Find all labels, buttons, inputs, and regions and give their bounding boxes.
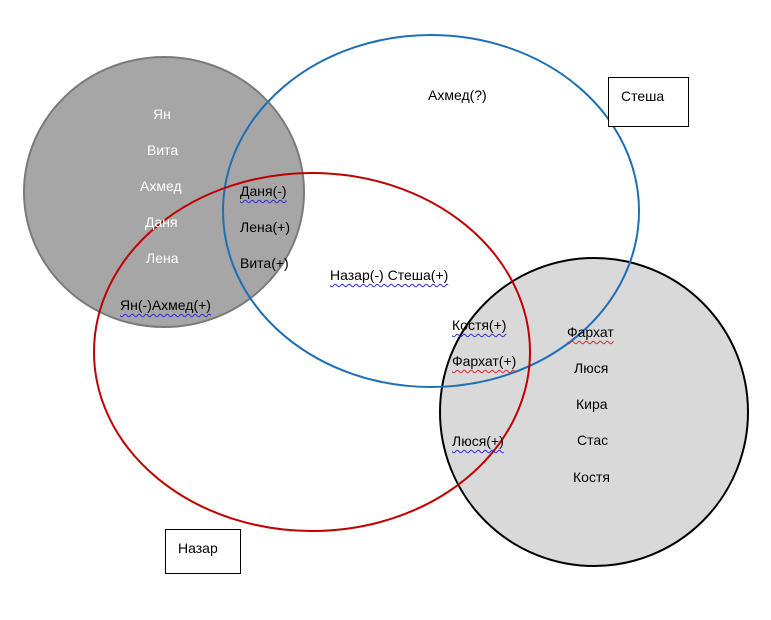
red-set-label-box: Назар <box>165 529 241 574</box>
overlap-kostya-plus: Костя(+) <box>452 317 507 333</box>
blue-only-akhmed-question: Ахмед(?) <box>428 87 487 103</box>
overlap-farkhat-plus: Фархат(+) <box>452 353 517 369</box>
overlap-danya-minus: Даня(-) <box>240 183 287 199</box>
light-name-farkhat: Фархат <box>567 324 614 340</box>
overlap-vita-plus: Вита(+) <box>240 255 289 271</box>
gray-name-akhmed: Ахмед <box>140 178 182 194</box>
overlap-lyusya-plus: Люся(+) <box>452 433 504 449</box>
gray-name-danya: Даня <box>145 214 178 230</box>
red-set-ellipse <box>93 172 531 532</box>
gray-name-vita: Вита <box>147 142 179 158</box>
overlap-yan-akhmed: Ян(-)Ахмед(+) <box>120 297 211 313</box>
overlap-nazar-stesha: Назар(-) Стеша(+) <box>330 267 449 283</box>
gray-set-circle <box>23 56 305 328</box>
light-name-kostya: Костя <box>573 469 610 485</box>
gray-name-lena: Лена <box>146 250 179 266</box>
light-set-circle <box>439 257 749 567</box>
gray-name-yan: Ян <box>153 106 171 122</box>
blue-set-ellipse <box>222 34 640 388</box>
blue-set-label-box: Стеша <box>608 77 689 127</box>
overlap-lena-plus: Лена(+) <box>240 219 290 235</box>
light-name-stas: Стас <box>577 432 609 448</box>
light-name-lyusya: Люся <box>574 360 609 376</box>
light-name-kira: Кира <box>576 396 608 412</box>
